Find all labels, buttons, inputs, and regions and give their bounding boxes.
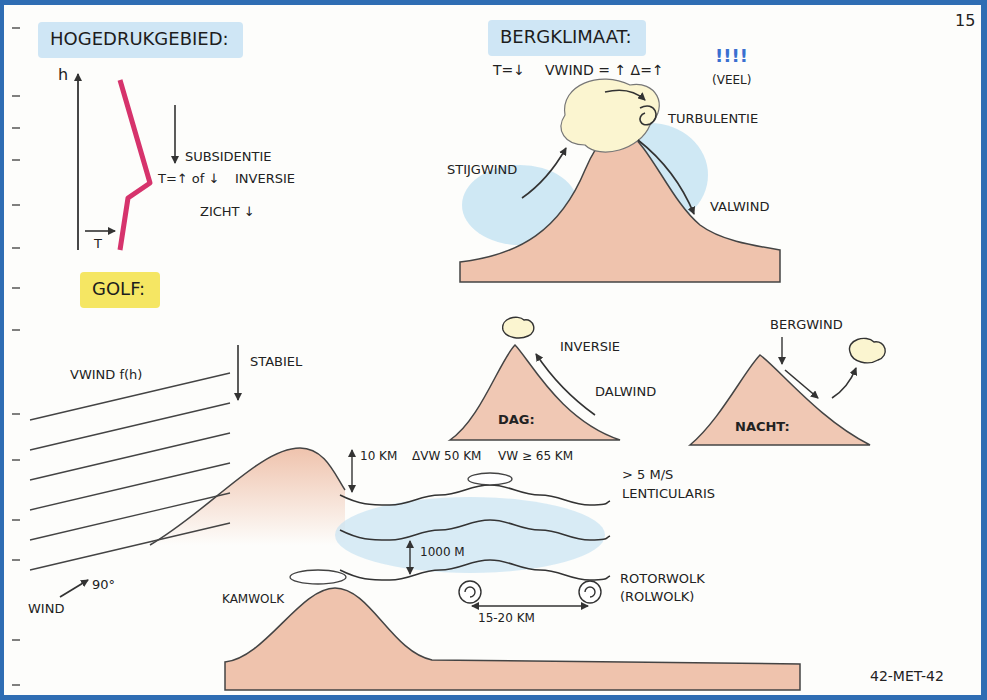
note-label: !!!! xyxy=(715,46,748,67)
note-label: VWIND = ↑ Δ=↑ xyxy=(545,62,664,78)
mountain xyxy=(460,129,780,282)
updraft-arrow xyxy=(522,148,566,198)
mountain-range xyxy=(150,448,345,545)
cloud xyxy=(503,317,534,338)
dimension-arrow xyxy=(351,450,352,492)
note-label: INVERSIE xyxy=(235,172,295,187)
note-label: WIND xyxy=(28,602,64,617)
lenticular-cloud xyxy=(468,473,512,485)
mountain-wind-arrow xyxy=(785,370,818,398)
note-label: 90° xyxy=(92,578,115,593)
note-label: DAG: xyxy=(498,413,535,428)
temperature-arrow xyxy=(85,230,115,232)
note-label: 1000 M xyxy=(420,546,465,560)
note-label: ΔVW 50 KM xyxy=(412,450,481,464)
note-label: T=↑ of ↓ xyxy=(158,172,219,187)
note-label: NACHT: xyxy=(735,420,790,435)
note-label: T=↓ xyxy=(493,62,525,78)
height-axis xyxy=(77,74,79,250)
note-label: h xyxy=(58,66,68,84)
paper-sheet xyxy=(4,5,981,695)
note-label: VALWIND xyxy=(710,200,769,215)
note-label: 15-20 KM xyxy=(478,612,535,626)
mountain xyxy=(690,355,870,445)
temperature-profile xyxy=(120,80,150,250)
mountain xyxy=(450,345,620,440)
heading-text: BERGKLIMAAT: xyxy=(500,26,634,48)
dimension-arrow xyxy=(472,605,588,606)
heading-highlight: GOLF: xyxy=(80,272,160,308)
turbulence-swirl xyxy=(640,106,656,125)
flow-arrow xyxy=(605,90,645,100)
subsidence-arrow xyxy=(174,105,176,163)
note-label: DALWIND xyxy=(595,385,656,400)
note-label: INVERSIE xyxy=(560,340,620,355)
heading-highlight: BERGKLIMAAT: xyxy=(488,20,646,56)
note-label: (VEEL) xyxy=(712,74,751,88)
note-label: 10 KM xyxy=(360,450,397,464)
stability-arrow xyxy=(237,345,239,400)
heading-text: GOLF: xyxy=(92,278,148,300)
heading-highlight: HOGEDRUKGEBIED: xyxy=(38,22,243,58)
rotor-clouds xyxy=(459,581,601,603)
note-label: > 5 M/S xyxy=(622,468,673,483)
ground-ridge xyxy=(225,588,800,690)
note-label: ROTORWOLK xyxy=(620,572,705,587)
wave-lines xyxy=(340,485,610,580)
note-label: 42-MET-42 xyxy=(870,668,944,684)
wind-arrow xyxy=(60,580,88,597)
leader-arrow xyxy=(781,337,782,364)
note-label: T xyxy=(94,237,102,252)
note-label: 15 xyxy=(955,12,975,30)
note-label: STIJGWIND xyxy=(447,163,517,178)
note-label: BERGWIND xyxy=(770,318,843,333)
mountain-outline xyxy=(150,448,345,545)
note-label: KAMWOLK xyxy=(222,593,284,607)
note-label: VWIND f(h) xyxy=(70,368,142,383)
note-label: LENTICULARIS xyxy=(622,487,715,502)
note-label: TURBULENTIE xyxy=(668,112,758,127)
heading-text: HOGEDRUKGEBIED: xyxy=(50,28,231,50)
note-label: (ROLWOLK) xyxy=(620,590,694,605)
valley-wind-arrow xyxy=(536,354,595,415)
cloud xyxy=(561,79,659,152)
note-label: VW ≥ 65 KM xyxy=(498,450,573,464)
note-label: ZICHT ↓ xyxy=(200,205,255,220)
note-label: STABIEL xyxy=(250,355,302,370)
cloud xyxy=(849,338,885,362)
rising-air-arrow xyxy=(832,368,856,398)
downdraft-arrow xyxy=(638,140,694,214)
note-label: SUBSIDENTIE xyxy=(185,150,271,165)
margin-ticks xyxy=(12,28,20,685)
dimension-arrow xyxy=(409,541,410,574)
crest-cloud xyxy=(290,570,346,584)
wind-layers xyxy=(30,373,230,570)
